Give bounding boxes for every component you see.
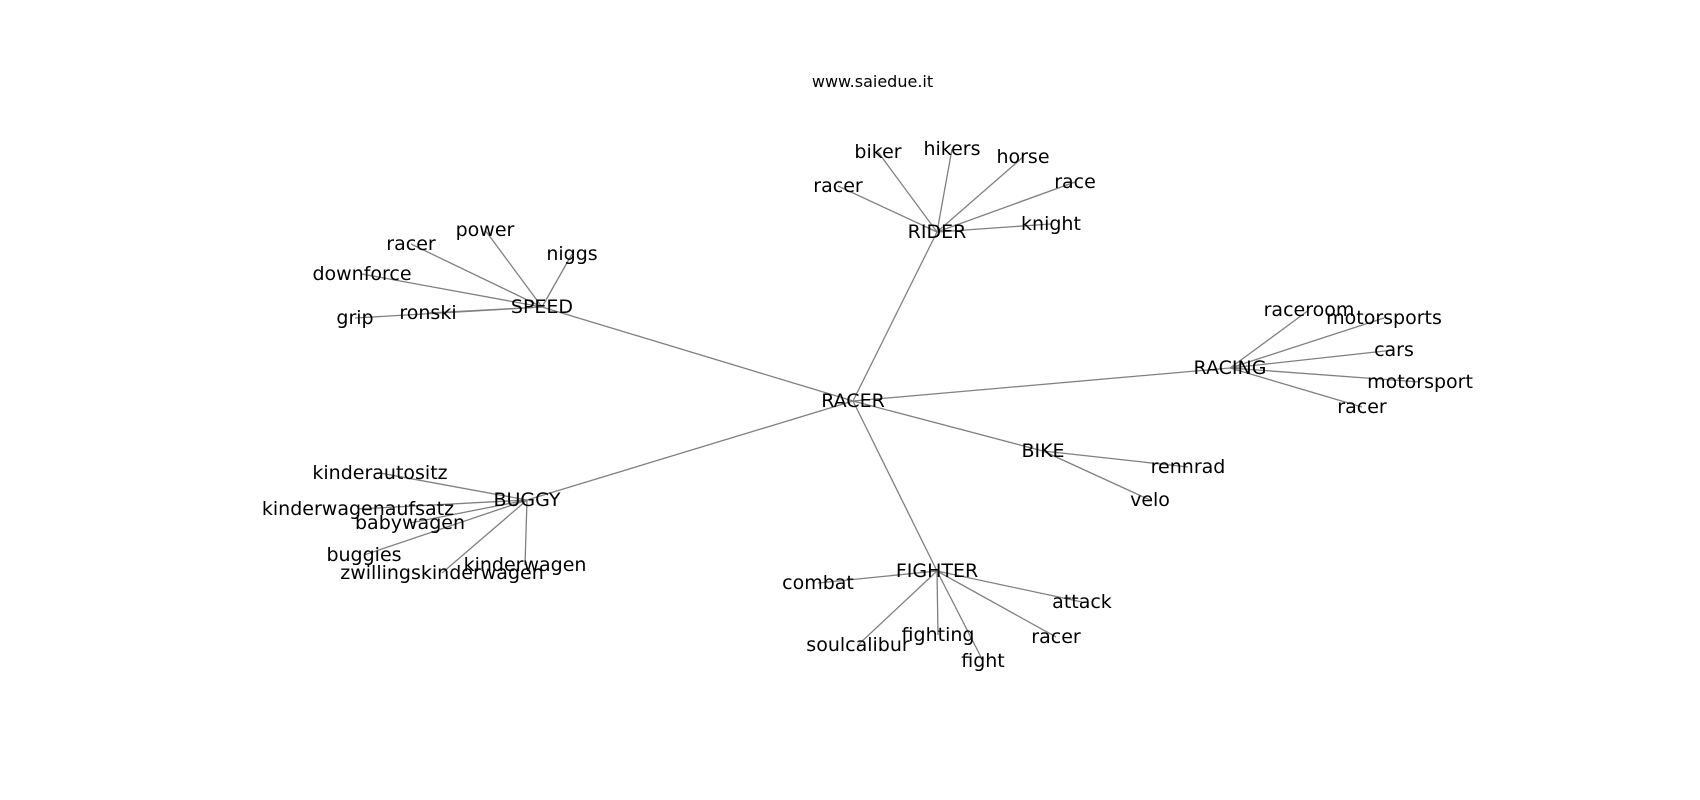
edge-racing-racer	[1229, 367, 1363, 408]
node-leaf-horse: horse	[996, 146, 1049, 168]
node-leaf-zwillingskinderwagen: zwillingskinderwagen	[340, 562, 544, 584]
edge-root-buggy	[526, 400, 854, 501]
node-leaf-cars: cars	[1374, 339, 1414, 361]
node-leaf-attack: attack	[1052, 591, 1112, 613]
node-leaf-fighting: fighting	[902, 624, 975, 646]
node-leaf-racer: racer	[386, 233, 436, 255]
node-leaf-velo: velo	[1130, 489, 1170, 511]
edge-root-speed	[541, 306, 854, 402]
edge-rider-horse	[936, 156, 1024, 233]
node-leaf-biker: biker	[854, 141, 901, 163]
node-leaf-fight: fight	[961, 650, 1005, 672]
edge-buggy-babywagen	[409, 499, 528, 524]
node-leaf-rennrad: rennrad	[1151, 456, 1226, 478]
edge-speed-racer	[410, 243, 543, 308]
node-hub-buggy: BUGGY	[493, 489, 560, 511]
node-leaf-motorsports: motorsports	[1326, 307, 1442, 329]
edge-buggy-buggies	[363, 499, 528, 556]
edge-rider-knight	[936, 223, 1052, 233]
edge-rider-hikers	[936, 148, 953, 233]
node-hub-rider: RIDER	[908, 221, 967, 243]
node-leaf-babywagen: babywagen	[355, 512, 465, 534]
node-leaf-racer: racer	[813, 175, 863, 197]
edge-layer	[354, 148, 1421, 662]
edge-root-fighter	[852, 400, 938, 572]
edge-fighter-soulcalibur	[857, 570, 938, 646]
edge-rider-racer	[837, 185, 938, 233]
edge-bike-rennrad	[1042, 450, 1189, 468]
edge-racing-motorsport	[1229, 367, 1421, 383]
node-leaf-knight: knight	[1021, 213, 1081, 235]
edge-root-rider	[852, 231, 938, 402]
node-leaf-racer: racer	[1031, 626, 1081, 648]
node-root: RACER	[821, 390, 885, 412]
edge-speed-downforce	[361, 273, 543, 308]
edge-fighter-combat	[817, 570, 938, 584]
node-hub-racing: RACING	[1194, 357, 1267, 379]
edge-fighter-fight	[936, 570, 984, 662]
edge-speed-ronski	[427, 306, 543, 314]
edge-racing-raceroom	[1229, 309, 1310, 369]
node-leaf-motorsport: motorsport	[1367, 371, 1473, 393]
edge-root-bike	[852, 400, 1044, 452]
source-label: www.saiedue.it	[811, 72, 934, 91]
edge-buggy-kinderwagen	[524, 499, 528, 566]
edge-buggy-kinderautositz	[379, 472, 528, 501]
edge-racing-motorsports	[1229, 317, 1385, 369]
node-leaf-kinderautositz: kinderautositz	[312, 462, 447, 484]
edge-speed-power	[484, 229, 543, 308]
edge-fighter-attack	[936, 570, 1083, 603]
edge-rider-biker	[877, 151, 938, 233]
edge-bike-velo	[1042, 450, 1151, 501]
node-leaf-raceroom: raceroom	[1264, 299, 1355, 321]
edge-speed-niggs	[541, 253, 573, 308]
node-hub-fighter: FIGHTER	[896, 560, 978, 582]
node-leaf-buggies: buggies	[326, 544, 401, 566]
edge-rider-race	[936, 181, 1076, 233]
node-leaf-kinderwagenaufsatz: kinderwagenaufsatz	[262, 498, 454, 520]
edge-buggy-zwillingskinderwagen	[441, 499, 528, 574]
node-leaf-soulcalibur: soulcalibur	[806, 634, 910, 656]
node-hub-speed: SPEED	[511, 296, 573, 318]
node-leaf-kinderwagen: kinderwagen	[464, 554, 587, 576]
node-leaf-grip: grip	[336, 307, 373, 329]
node-leaf-ronski: ronski	[399, 302, 456, 324]
node-leaf-racer: racer	[1337, 396, 1387, 418]
node-leaf-race: race	[1054, 171, 1096, 193]
edge-racing-cars	[1229, 349, 1395, 369]
edge-fighter-racer	[936, 570, 1057, 638]
node-leaf-niggs: niggs	[546, 243, 597, 265]
node-leaf-downforce: downforce	[312, 263, 411, 285]
edge-fighter-fighting	[936, 570, 939, 636]
edge-root-racing	[852, 367, 1231, 402]
node-leaf-combat: combat	[782, 572, 854, 594]
node-hub-bike: BIKE	[1021, 440, 1064, 462]
edge-buggy-kinderwagenaufsatz	[357, 499, 528, 510]
node-leaf-hikers: hikers	[923, 138, 980, 160]
node-leaf-power: power	[456, 219, 515, 241]
